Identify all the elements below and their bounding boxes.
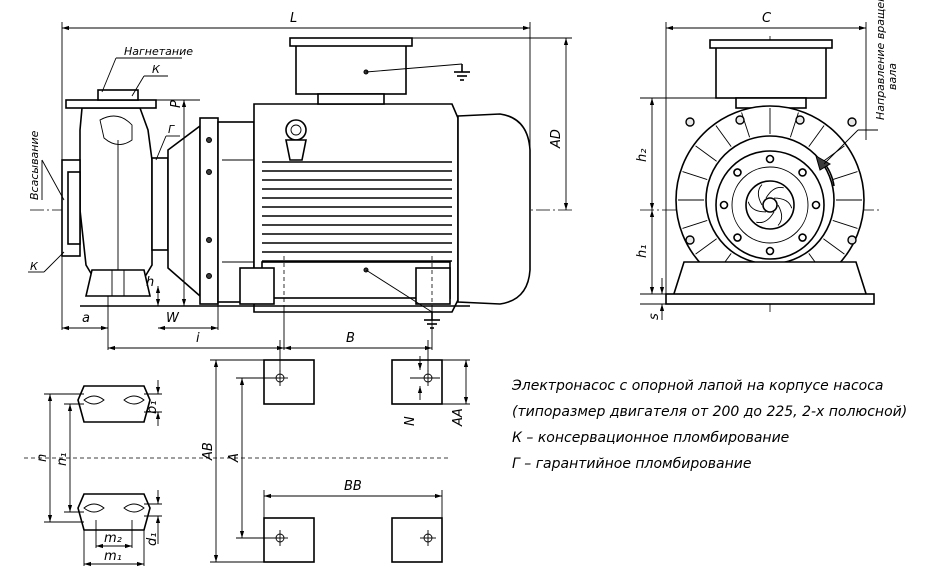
bracket (151, 117, 255, 305)
callout-k-top: К (152, 63, 161, 76)
pump-volute (61, 89, 157, 297)
front-view: Направление вращения вала C h₂ h₁ s (635, 0, 899, 320)
side-view: L AD P h a W i B Нагнетание К Г (28, 11, 575, 351)
callout-g-seal: Г (168, 123, 175, 136)
dim-A: A (227, 453, 242, 463)
dim-h2: h₂ (635, 149, 650, 162)
dim-n1: n₁ (55, 453, 70, 466)
dim-N: N (403, 416, 418, 426)
dim-a: a (82, 311, 90, 326)
dim-m1: m₁ (104, 549, 122, 564)
dim-s: s (647, 313, 662, 320)
dim-W: W (166, 311, 180, 326)
dim-i: i (196, 331, 200, 346)
dim-b1: b₁ (145, 401, 160, 414)
notes: Электронасос с опорной лапой на корпусе … (511, 378, 907, 472)
dim-h1: h₁ (635, 245, 650, 258)
dim-m2: m₂ (104, 531, 122, 546)
foot-plan: n n₁ b₁ d₁ m₂ m₁ AB A BB (24, 340, 470, 567)
callout-rotation-2: вала (886, 63, 899, 90)
motor-feet (239, 256, 451, 329)
note-line-2: (типоразмер двигателя от 200 до 225, 2-х… (512, 404, 907, 420)
callout-rotation-1: Направление вращения (874, 0, 887, 120)
motor (253, 103, 531, 313)
dim-AD: AD (549, 129, 564, 149)
dim-B: B (346, 331, 355, 346)
callout-k-bottom: К (30, 260, 39, 273)
dim-d1: d₁ (145, 533, 160, 546)
dim-AB: AB (201, 442, 216, 461)
note-line-1: Электронасос с опорной лапой на корпусе … (511, 378, 884, 394)
dim-C: C (762, 11, 772, 26)
note-line-4: Г – гарантийное пломбирование (512, 456, 752, 472)
dim-n: n (35, 454, 50, 462)
dim-AA: AA (451, 408, 466, 427)
callout-suction: Всасывание (28, 130, 41, 200)
dim-h: h (146, 275, 154, 290)
terminal-box (289, 37, 470, 105)
dim-L: L (290, 11, 297, 26)
note-line-3: К – консервационное пломбирование (512, 430, 789, 446)
dim-BB: BB (344, 479, 362, 494)
callout-discharge: Нагнетание (124, 45, 193, 58)
dim-P: P (169, 100, 184, 108)
